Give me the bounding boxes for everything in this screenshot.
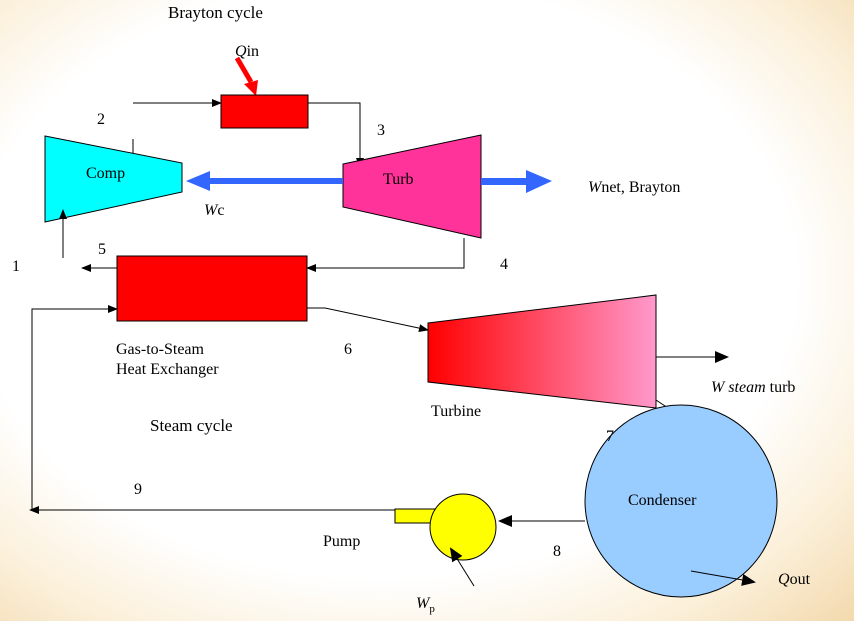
wnet-arrow-shaft (481, 178, 531, 185)
flow-heater-to-turb (308, 102, 364, 168)
wc-label: Wc (204, 202, 224, 219)
wc-arrow-shaft (204, 178, 343, 184)
steam-turbine-label: Turbine (431, 403, 481, 420)
w-steam-label: W steam turb (711, 379, 795, 396)
wp-label: Wp (416, 595, 435, 615)
condenser-label: Condenser (628, 492, 697, 509)
hx-label-line2: Heat Exchanger (116, 361, 219, 378)
combustor-heater (220, 94, 309, 129)
q-in-arrow-shaft (234, 56, 254, 84)
state-5: 5 (98, 241, 106, 258)
pump (429, 493, 497, 561)
diagram-title: Brayton cycle (168, 3, 263, 22)
hx-label-line1: Gas-to-Steam (116, 341, 205, 358)
state-4: 4 (500, 256, 508, 273)
wc-arrow-head (186, 171, 210, 191)
wnet-label: Wnet, Brayton (588, 179, 680, 196)
q-in-label: Qin (235, 43, 259, 60)
q-in-arrow-head (244, 80, 258, 96)
flow-6-to-steam-turbine (307, 307, 429, 333)
state-3: 3 (377, 122, 385, 139)
steam-cycle-title: Steam cycle (150, 416, 233, 435)
state-7: 7 (606, 428, 614, 445)
q-in-arrow (234, 56, 258, 96)
compressor (44, 135, 183, 223)
wp-arrow (449, 547, 475, 587)
q-out-label: Qout (778, 571, 811, 588)
compressor-label: Comp (86, 165, 125, 182)
gas-turbine (342, 134, 482, 239)
state-8: 8 (553, 543, 561, 560)
wnet-arrow-head (526, 170, 552, 193)
condenser (584, 404, 778, 598)
flow-9-to-hx (31, 305, 395, 511)
q-out-arrow (690, 570, 756, 586)
svg-text:Qin: Qin (235, 43, 259, 60)
state-2: 2 (97, 111, 105, 128)
heat-exchanger (116, 255, 308, 322)
steam-turbine (427, 294, 657, 409)
flow-4-to-hx (306, 238, 465, 272)
state-6: 6 (344, 341, 352, 358)
state-9: 9 (134, 481, 142, 498)
pump-label: Pump (323, 533, 360, 550)
wnet-arrow (481, 170, 552, 193)
wc-arrow (186, 171, 343, 191)
state-1: 1 (12, 258, 20, 275)
gas-turbine-label: Turb (383, 171, 414, 188)
